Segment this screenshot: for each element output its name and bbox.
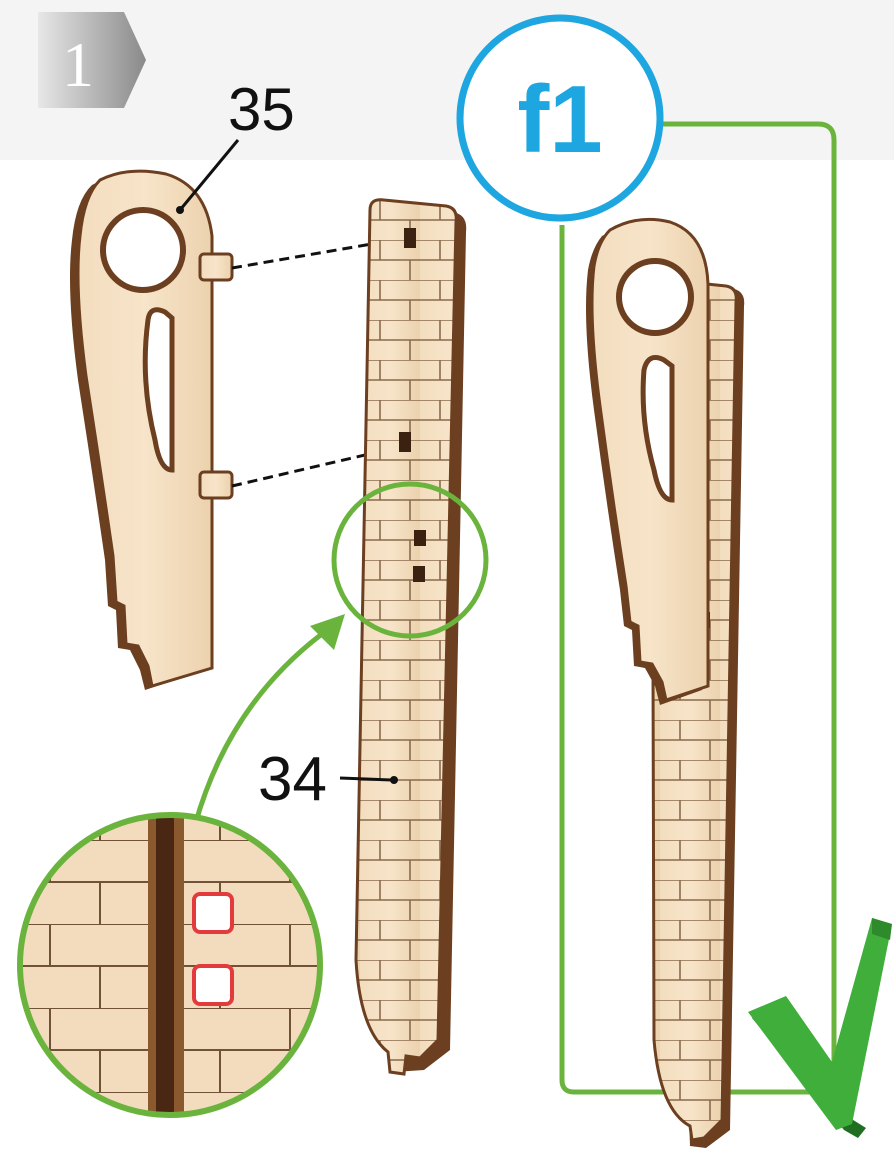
step-marker: 1 (38, 12, 146, 108)
slot-highlight-top (194, 894, 232, 932)
label-part-35: 35 (228, 76, 295, 143)
slot-highlight-bottom (194, 966, 232, 1004)
label-part-34: 34 (258, 745, 327, 814)
step-number: 1 (62, 29, 94, 100)
result-badge: f1 (460, 18, 660, 218)
leader-line-34 (340, 778, 392, 780)
result-badge-label: f1 (517, 66, 602, 173)
